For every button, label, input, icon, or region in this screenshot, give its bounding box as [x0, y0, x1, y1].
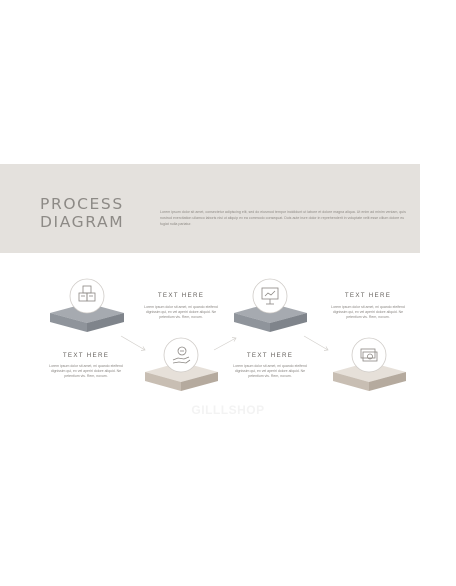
step-2-platform [145, 337, 218, 391]
arrow-2-head [231, 337, 237, 342]
step-3-title: TEXT HERE [246, 352, 294, 359]
presentation-board-icon [261, 287, 279, 305]
step-1-platform [50, 278, 124, 332]
arrow-2 [213, 337, 237, 351]
step-4-title: TEXT HERE [344, 292, 392, 299]
connector-arrows [120, 335, 329, 351]
arrow-3 [303, 335, 329, 351]
money-stack-icon [360, 348, 378, 362]
step-2-body: Lorem ipsum dolor sit amet, mi quando el… [144, 305, 218, 320]
arrow-1-head [140, 346, 146, 351]
step-3-body: Lorem ipsum dolor sit amet, mi quando el… [233, 364, 307, 379]
step-3-platform [234, 278, 307, 332]
step-1-body: Lorem ipsum dolor sit amet, mi quando el… [49, 364, 123, 379]
step-4-body: Lorem ipsum dolor sit amet, mi quando el… [331, 305, 405, 320]
page-title: PROCESS DIAGRAM [40, 195, 125, 231]
header-body-text: Lorem ipsum dolor sit amet, consectetur … [160, 210, 406, 227]
arrow-3-head [323, 346, 329, 351]
header-banner [0, 164, 420, 253]
step-1-title: TEXT HERE [62, 352, 110, 359]
step-2-title: TEXT HERE [157, 292, 205, 299]
arrow-1 [120, 335, 146, 351]
watermark: GILLLSHOP [191, 403, 265, 417]
step-4-platform [333, 337, 406, 391]
boxes-icon [78, 285, 96, 302]
hand-coin-icon [172, 346, 191, 364]
